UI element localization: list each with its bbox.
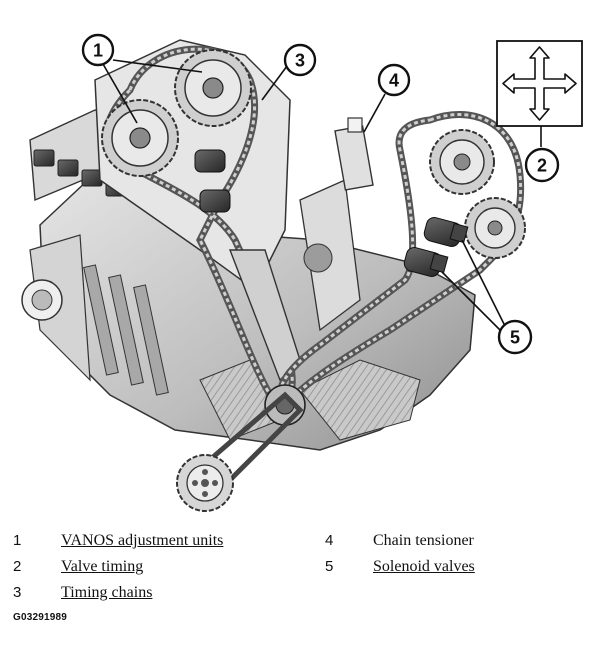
leader-lines (102, 59, 542, 331)
legend-item-label: Valve timing (61, 558, 144, 575)
svg-text:2: 2 (537, 156, 547, 176)
vanos-unit-left-lower (101, 99, 179, 177)
vanos-unit-left-upper (174, 49, 252, 127)
vanos-unit-right-lower (464, 197, 526, 259)
figure-id: G03291989 (13, 612, 68, 623)
lower-drive-chain (176, 391, 304, 512)
callout-4: 4 (377, 63, 411, 97)
chain-tensioner (334, 117, 374, 191)
callout-3: 3 (283, 43, 317, 77)
legend-item-label: Chain tensioner (373, 532, 474, 549)
svg-text:5: 5 (510, 328, 520, 348)
orientation-arrows-box (496, 40, 583, 127)
legend-item-label: VANOS adjustment units (61, 532, 224, 549)
legend-item-label: Timing chains (61, 584, 153, 601)
callout-1: 1 (81, 33, 115, 67)
svg-text:3: 3 (295, 51, 305, 71)
legend-item-label: Solenoid valves (373, 558, 475, 575)
timing-chain-right (277, 111, 525, 404)
svg-text:1: 1 (93, 41, 103, 61)
callout-5: 5 (497, 319, 533, 355)
engine-timing-diagram: 1 3 4 2 5 (21, 33, 583, 512)
solenoid-valves (403, 217, 469, 277)
vanos-unit-right-upper (429, 129, 495, 195)
svg-text:4: 4 (389, 71, 399, 91)
solenoid-left (194, 149, 231, 213)
callout-2: 2 (524, 147, 560, 183)
